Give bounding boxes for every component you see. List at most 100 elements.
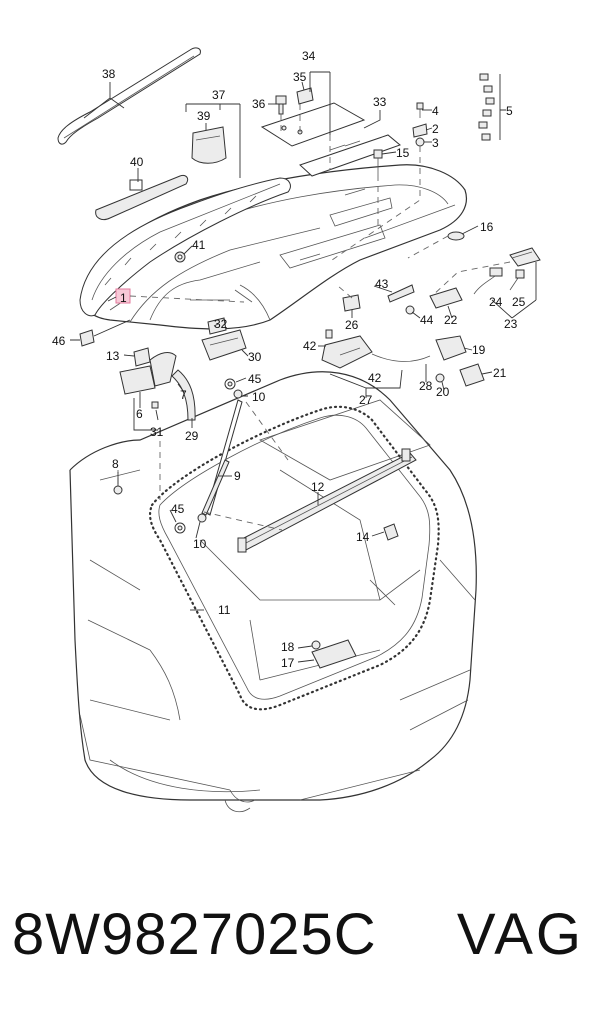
part-number: 8W9827025C	[12, 902, 377, 967]
callout-42-bottom: 42	[368, 371, 382, 385]
callout-5: 5	[506, 104, 513, 118]
light-housing-22	[429, 287, 463, 309]
callout-26: 26	[345, 318, 359, 332]
bracket-32	[207, 317, 227, 335]
callout-43: 43	[375, 277, 389, 291]
lamp-unit	[509, 247, 541, 267]
wiring-24	[473, 267, 503, 295]
clip-2	[412, 123, 428, 138]
car-body-outline	[69, 371, 477, 813]
cap-16	[447, 231, 465, 241]
spoiler-37	[79, 177, 291, 317]
clip-8	[113, 485, 123, 495]
hinge-arm-29	[171, 369, 196, 421]
callout-27: 27	[359, 393, 373, 407]
washer-45-top	[224, 378, 236, 390]
callout-29: 29	[185, 429, 199, 443]
callout-36: 36	[252, 97, 266, 111]
screw-4	[416, 102, 424, 118]
callout-19: 19	[472, 343, 486, 357]
handle-21	[459, 363, 485, 387]
screw-15	[373, 149, 383, 175]
callout-38: 38	[102, 67, 116, 81]
callout-31: 31	[150, 425, 164, 439]
callout-24: 24	[489, 295, 503, 309]
callout-2: 2	[432, 122, 439, 136]
bolt-18	[311, 640, 321, 650]
callout-10-bottom: 10	[193, 537, 207, 551]
callout-8: 8	[112, 457, 119, 471]
small-parts-bag-39	[191, 126, 227, 164]
part-footer: 8W9827025C VAG	[12, 895, 592, 975]
callout-30: 30	[248, 350, 262, 364]
callout-14: 14	[356, 530, 370, 544]
callout-16: 16	[480, 220, 494, 234]
fastener-set-5	[478, 73, 495, 141]
callout-23: 23	[504, 317, 518, 331]
callout-12: 12	[311, 480, 325, 494]
gas-strut-9	[201, 399, 243, 516]
tailgate-exploded-diagram: 38 37 39 40 41 1 34 35 36 33 4 2 3 15 5 …	[52, 47, 541, 813]
callout-33: 33	[373, 95, 387, 109]
callout-35: 35	[293, 70, 307, 84]
hinge-7	[149, 352, 177, 387]
callout-11: 11	[218, 603, 231, 617]
callout-42-top: 42	[303, 339, 317, 353]
leader-lines	[70, 71, 537, 663]
bolt-36	[275, 95, 287, 115]
callout-labels: 38 37 39 40 41 1 34 35 36 33 4 2 3 15 5 …	[52, 49, 526, 670]
callout-39: 39	[197, 109, 211, 123]
callout-10-top: 10	[252, 390, 266, 404]
callout-40: 40	[130, 155, 144, 169]
grommet-41	[174, 251, 186, 263]
ball-stud-10-top	[233, 389, 243, 399]
callout-22: 22	[444, 313, 458, 327]
callout-13: 13	[106, 349, 120, 363]
callout-1: 1	[120, 291, 127, 305]
callout-4: 4	[432, 104, 439, 118]
callout-41: 41	[192, 238, 206, 252]
ball-stud-10-bottom	[197, 513, 207, 523]
callout-17: 17	[281, 656, 295, 670]
striker-17	[311, 639, 357, 669]
callout-21: 21	[493, 366, 507, 380]
lock-19	[435, 335, 467, 361]
callout-15: 15	[396, 146, 410, 160]
clip-14	[383, 523, 399, 541]
bolt-31	[151, 401, 159, 409]
callout-37: 37	[212, 88, 226, 102]
callout-18: 18	[281, 640, 295, 654]
bowden-cable	[371, 353, 431, 362]
clip-46	[79, 329, 95, 347]
lock-actuator-27	[321, 329, 373, 369]
callout-28: 28	[419, 379, 433, 393]
door-seal-11	[149, 405, 440, 711]
washer-45-bottom	[174, 522, 186, 534]
callout-25: 25	[512, 295, 526, 309]
callout-3: 3	[432, 136, 439, 150]
callout-32: 32	[214, 317, 228, 331]
callout-9: 9	[234, 469, 241, 483]
callout-7: 7	[180, 388, 187, 402]
callout-45-top: 45	[248, 372, 262, 386]
bulb-25	[509, 269, 525, 291]
switch-43	[387, 284, 415, 303]
callout-44: 44	[420, 313, 434, 327]
hinge-6	[119, 365, 156, 395]
hinge-30	[201, 329, 247, 361]
brake-light-40	[95, 175, 189, 221]
roof-strip-38	[57, 47, 201, 145]
bracket-13	[133, 347, 151, 367]
grommet-3	[415, 137, 425, 147]
grommet-20	[435, 373, 445, 383]
clip-35	[296, 87, 314, 105]
callout-45-bottom: 45	[171, 502, 185, 516]
brand-name: VAG	[456, 902, 584, 967]
license-plate-base-33	[260, 102, 401, 177]
callout-46: 46	[52, 334, 66, 348]
callout-20: 20	[436, 385, 450, 399]
callout-34: 34	[302, 49, 316, 63]
handle-26	[342, 294, 361, 312]
callout-6: 6	[136, 407, 143, 421]
